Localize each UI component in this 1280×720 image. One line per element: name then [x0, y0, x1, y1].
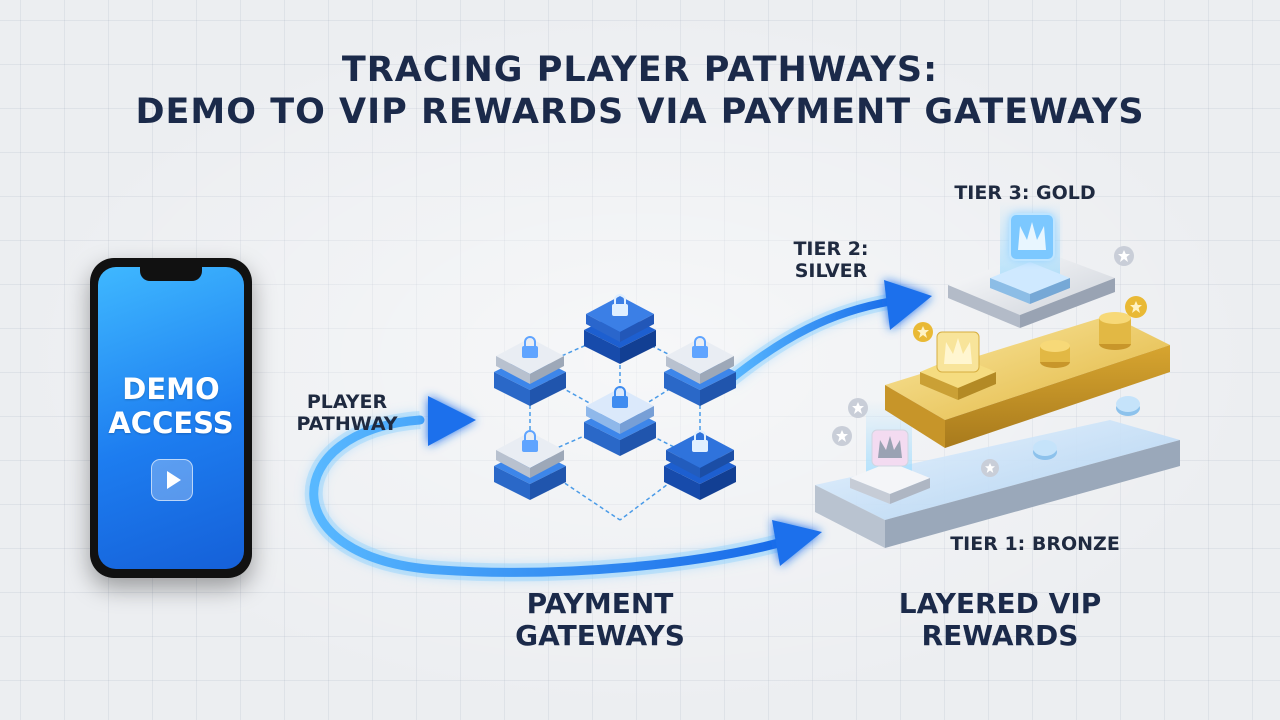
- tier-2-label: TIER 2: SILVER: [776, 238, 886, 282]
- gateway-node: [664, 336, 736, 406]
- gateway-node: [584, 294, 656, 364]
- phone-screen: DEMO ACCESS: [98, 267, 244, 569]
- layered-vip-line-1: LAYERED VIP: [898, 587, 1102, 620]
- star-chip: [1125, 296, 1147, 318]
- blue-coin: [1116, 396, 1140, 416]
- tier-3-crown-block: [990, 200, 1070, 304]
- tier-1-label: TIER 1: BRONZE: [950, 533, 1120, 555]
- gateway-node: [494, 430, 566, 500]
- gold-crown-block: [920, 331, 996, 400]
- blue-coin: [1033, 440, 1057, 460]
- star-chip: [832, 426, 852, 446]
- demo-access-line-1: DEMO: [122, 372, 220, 406]
- player-pathway-label: PLAYER PATHWAY: [282, 391, 412, 435]
- star-chip: [913, 322, 933, 342]
- page-title-line-1: TRACING PLAYER PATHWAYS:: [341, 50, 939, 90]
- page-title-line-2: DEMO TO VIP REWARDS VIA PAYMENT GATEWAYS: [135, 92, 1145, 132]
- tier-3-label: TIER 3: GOLD: [954, 182, 1096, 204]
- gateway-node: [584, 386, 656, 456]
- demo-access-text: DEMO ACCESS: [98, 372, 244, 440]
- tier-2-line-2: SILVER: [794, 260, 868, 282]
- payment-arrow: [304, 411, 822, 582]
- player-pathway-line-2: PATHWAY: [296, 413, 398, 435]
- demo-access-line-2: ACCESS: [108, 406, 234, 440]
- phone-device: DEMO ACCESS: [90, 258, 252, 578]
- gateway-node: [664, 430, 736, 500]
- star-chip: [981, 459, 999, 477]
- layered-vip-line-2: REWARDS: [921, 619, 1079, 652]
- star-chip: [848, 398, 868, 418]
- tier-arrow: [725, 280, 932, 387]
- player-pathway-arrow: [375, 396, 476, 446]
- payment-gateways-label: PAYMENT GATEWAYS: [490, 588, 710, 652]
- play-icon: [151, 459, 193, 501]
- player-pathway-line-1: PLAYER: [306, 391, 388, 413]
- gateway-node: [494, 336, 566, 406]
- star-chip: [1114, 246, 1134, 266]
- layered-vip-rewards-label: LAYERED VIP REWARDS: [880, 588, 1120, 652]
- tier-2-line-1: TIER 2:: [793, 238, 869, 260]
- phone-notch: [140, 267, 202, 281]
- payment-gateways-line-1: PAYMENT: [526, 587, 674, 620]
- coin-stack: [1040, 312, 1131, 368]
- payment-gateways-line-2: GATEWAYS: [515, 619, 685, 652]
